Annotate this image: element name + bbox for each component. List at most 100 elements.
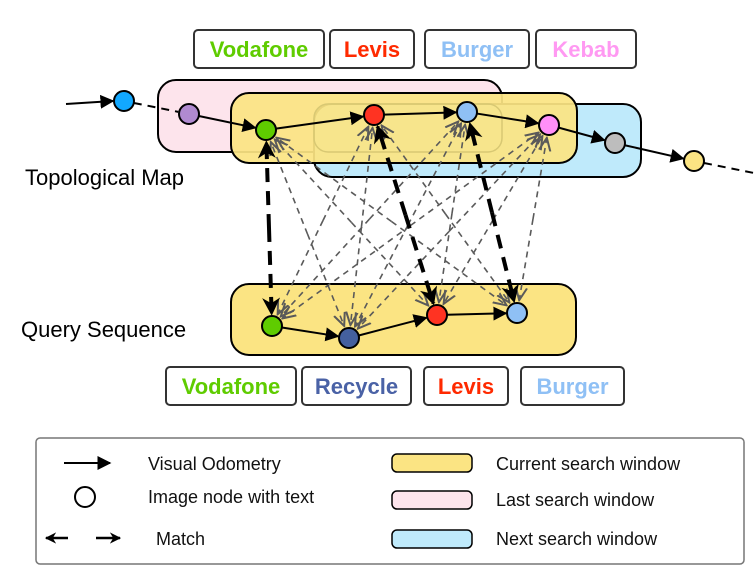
legend-label-visual-odometry: Visual Odometry — [148, 454, 281, 474]
match-edge-m5-q3 — [519, 218, 534, 300]
tag-text: Recycle — [315, 374, 398, 399]
tag-box — [535, 29, 637, 69]
match-edge-q1-m2 — [271, 142, 309, 235]
map-tag-levis: Levis — [329, 29, 415, 69]
match-edge-q2-m4 — [451, 125, 465, 214]
tag-box — [423, 366, 509, 406]
odometry-edge-m4-m5 — [476, 112, 540, 129]
query-tag-recycle: Recycle — [301, 366, 412, 406]
node-q1 — [338, 327, 360, 349]
last-window-ghost-outline — [313, 103, 503, 153]
match-edge-m2-q2 — [350, 221, 429, 306]
match-edge-m5-q1 — [358, 230, 450, 329]
strong-match-edges — [257, 121, 519, 316]
map-tag-burger: Burger — [424, 29, 530, 69]
odometry-edge-m1-m2 — [198, 115, 257, 133]
match-edge-q3-m2 — [277, 138, 392, 223]
odometry-edge-m6-m7 — [624, 144, 685, 163]
last-window-swatch — [391, 490, 473, 510]
tag-text: Levis — [438, 374, 494, 399]
query-sequence-label: Query Sequence — [21, 317, 186, 342]
match-edge-q2-m5 — [492, 136, 542, 221]
query-tag-burger: Burger — [520, 366, 625, 406]
tag-box — [424, 29, 530, 69]
query-tag-levis: Levis — [423, 366, 509, 406]
legend-label-match: Match — [156, 529, 205, 549]
node-m3 — [363, 104, 385, 126]
legend-label-image-node: Image node with text — [148, 487, 314, 507]
node-m7 — [683, 150, 705, 172]
tag-box — [329, 29, 415, 69]
node-q0 — [261, 315, 283, 337]
node-m0 — [113, 90, 135, 112]
map-tags: Vodafone Levis Burger Kebab — [193, 29, 637, 69]
strong-match-m2-to-q0 — [262, 227, 281, 316]
node-q3 — [506, 302, 528, 324]
match-edge-m4-q2 — [439, 213, 453, 303]
match-edge-m5-q0 — [283, 224, 411, 319]
match-edge-q3-m5 — [532, 138, 547, 220]
legend: Visual Odometry Image node with text Mat… — [35, 437, 745, 565]
match-edge-m3-q3 — [444, 213, 510, 302]
odometry-edge-m0-m1 — [133, 101, 179, 113]
strong-match-q0-to-m2 — [257, 140, 276, 229]
tag-text: Levis — [344, 37, 400, 62]
odometry-entry-edge — [65, 94, 115, 109]
match-edge-m5-q2 — [444, 219, 494, 304]
strong-match-q3-to-m4 — [465, 121, 494, 213]
odometry-edge-m3-m4 — [383, 105, 458, 120]
match-edge-q2-m2 — [275, 140, 353, 224]
match-edge-q0-m5 — [410, 133, 539, 227]
next-window-swatch — [391, 529, 473, 549]
map-tag-vodafone: Vodafone — [193, 29, 325, 69]
current-search-window — [230, 92, 578, 164]
match-edge-m2-q1 — [306, 233, 345, 326]
match-edge-q3-m3 — [382, 126, 447, 215]
match-edge-m3-q1 — [350, 226, 363, 326]
map-tag-kebab: Kebab — [535, 29, 637, 69]
strong-match-m3-to-q2 — [403, 214, 438, 306]
strong-match-m4-to-q3 — [490, 212, 519, 304]
legend-label-current-window: Current search window — [496, 454, 681, 474]
tag-text: Burger — [441, 37, 514, 62]
topological-map-label: Topological Map — [25, 165, 184, 190]
match-edges — [271, 122, 547, 329]
tag-text: Vodafone — [182, 374, 281, 399]
node-m5 — [538, 114, 560, 136]
match-edge-m4-q1 — [355, 224, 409, 326]
legend-box — [35, 437, 745, 565]
odometry-exit-edge — [703, 162, 754, 174]
image-nodes — [113, 90, 705, 349]
query-search-window — [230, 283, 577, 356]
visual-odometry-edges — [65, 94, 754, 342]
tag-box — [165, 366, 297, 406]
match-edge-m2-q3 — [391, 220, 507, 306]
node-m4 — [456, 101, 478, 123]
match-edge-q1-m3 — [360, 128, 373, 227]
tag-text: Vodafone — [210, 37, 309, 62]
circle-icon — [74, 486, 96, 508]
tag-box — [193, 29, 325, 69]
node-m2 — [255, 119, 277, 141]
search-windows — [157, 79, 642, 356]
query-tag-vodafone: Vodafone — [165, 366, 297, 406]
tag-text: Burger — [536, 374, 609, 399]
query-odometry-edge-q0-q1 — [281, 326, 340, 342]
query-odometry-edge-q1-q2 — [358, 314, 428, 337]
node-m1 — [178, 103, 200, 125]
node-m6 — [604, 132, 626, 154]
match-edge-q1-m5 — [448, 134, 540, 233]
odometry-edge-m5-m6 — [558, 126, 606, 144]
tag-text: Kebab — [552, 37, 619, 62]
odometry-edge-m2-m3 — [275, 111, 365, 130]
match-edge-q1-m4 — [407, 124, 461, 226]
strong-match-q2-to-m3 — [373, 124, 408, 216]
query-tags: Vodafone Recycle Levis Burger — [165, 366, 625, 406]
query-odometry-edge-q2-q3 — [446, 306, 508, 321]
tag-box — [301, 366, 412, 406]
legend-label-next-window: Next search window — [496, 529, 658, 549]
legend-label-last-window: Last search window — [496, 490, 655, 510]
node-q2 — [426, 304, 448, 326]
tag-box — [520, 366, 625, 406]
